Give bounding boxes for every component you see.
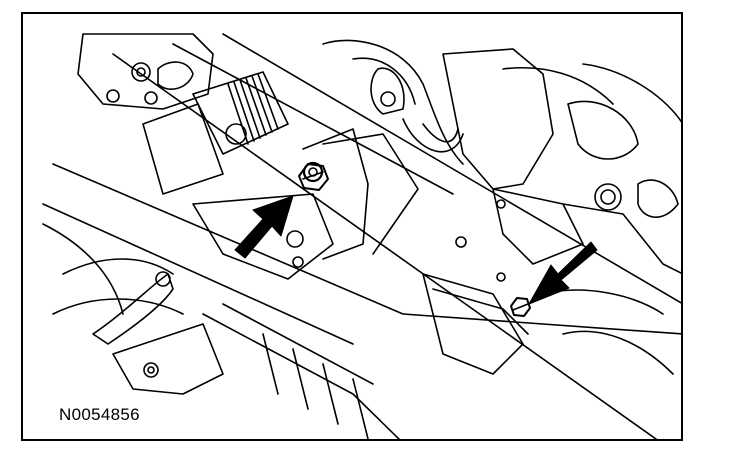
upper-left-casting <box>77 33 214 110</box>
engine-mount-line-drawing <box>42 33 681 439</box>
ribbed-mount-block <box>142 71 289 195</box>
left-tube-assembly <box>42 223 224 395</box>
lower-mount-bolt <box>510 297 531 317</box>
upper-mount-bolt <box>298 163 329 191</box>
upper-bolt-arrow <box>234 195 294 259</box>
hose-assembly <box>322 39 464 165</box>
figure-reference-code: N0054856 <box>57 405 142 425</box>
illustration-frame: N0054856 <box>21 12 683 441</box>
lower-channel <box>202 303 401 439</box>
right-housing <box>442 48 681 282</box>
lower-bolt-arrow <box>528 241 598 305</box>
